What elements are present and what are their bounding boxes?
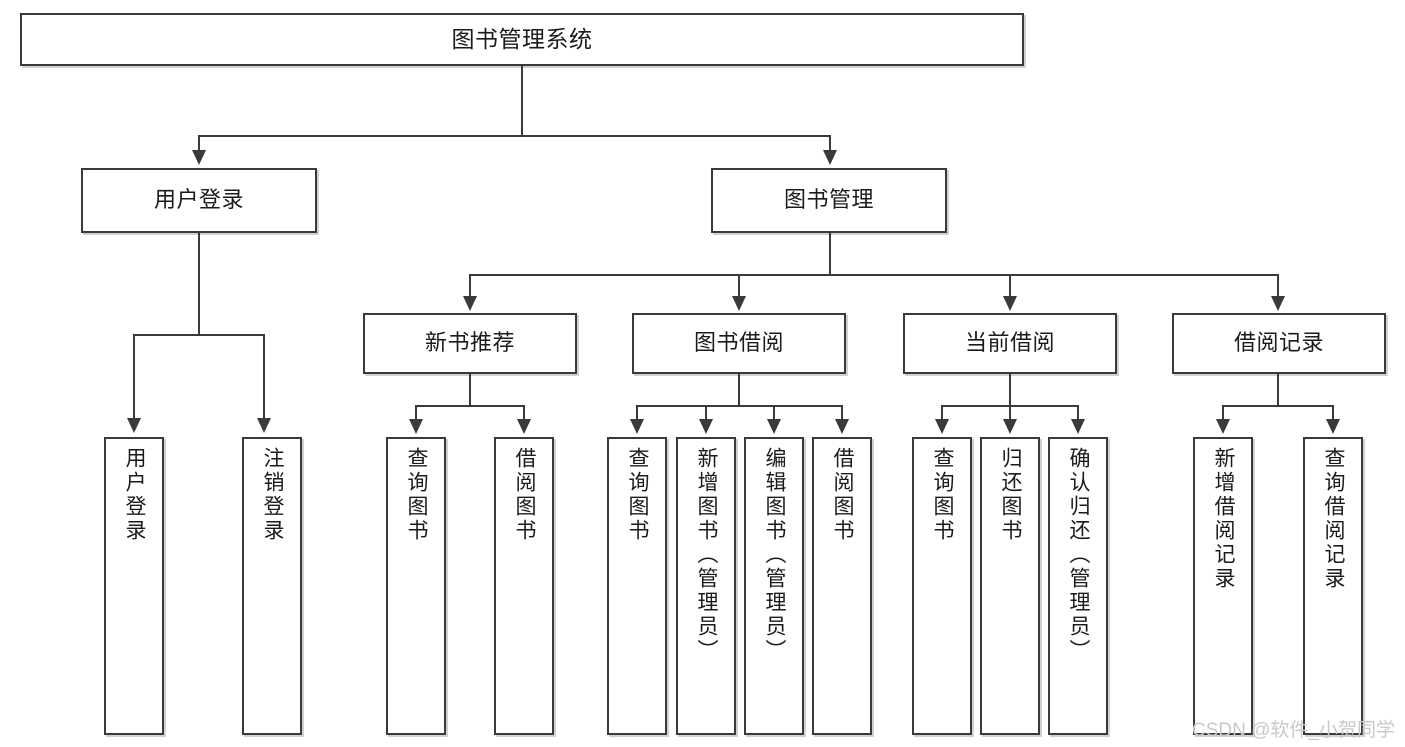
arrowhead-leaf-borrow-book-1 (517, 419, 531, 434)
node-book-borrow[interactable]: 图书借阅 (632, 313, 846, 374)
arrowhead-book-mgmt (823, 150, 837, 165)
node-label: 新增借阅记录 (1212, 447, 1236, 591)
node-label: 归还图书 (999, 447, 1023, 543)
connector-user-login-stem (198, 233, 200, 335)
connector-to-current-borrow (1009, 274, 1011, 298)
leaf-edit-book-admin[interactable]: 编辑图书（管理员） (744, 437, 804, 735)
node-label: 当前借阅 (964, 330, 1055, 356)
connector-borrow-record-drop-1 (1222, 405, 1224, 421)
arrowhead-current-borrow (1003, 296, 1017, 311)
arrowhead-leaf-confirm-return (1071, 419, 1085, 434)
arrowhead-new-book (463, 296, 477, 311)
connector-to-book-borrow (738, 274, 740, 298)
leaf-add-book-admin[interactable]: 新增图书（管理员） (676, 437, 736, 735)
node-root-system[interactable]: 图书管理系统 (20, 13, 1024, 66)
node-label: 用户登录 (153, 187, 244, 213)
leaf-borrow-book-newbook[interactable]: 借阅图书 (494, 437, 554, 735)
connector-borrow-record-drop-2 (1332, 405, 1334, 421)
connector-current-borrow-drop-2 (1009, 405, 1011, 421)
node-label: 查询图书 (405, 447, 429, 543)
connector-user-login-drop-1 (133, 334, 135, 420)
node-label: 借阅图书 (513, 447, 537, 543)
connector-root-bus (198, 135, 831, 137)
arrowhead-leaf-add-book (699, 419, 713, 434)
leaf-query-book-borrow[interactable]: 查询图书 (607, 437, 667, 735)
node-label: 用户登录 (123, 447, 147, 543)
connector-level3-bus (469, 274, 1279, 276)
arrowhead-leaf-edit-book (767, 419, 781, 434)
connector-borrow-record-stem (1277, 374, 1279, 406)
arrowhead-leaf-user-login (127, 418, 141, 433)
node-label: 借阅图书 (831, 447, 855, 543)
connector-user-login-bus (133, 334, 265, 336)
arrowhead-borrow-record (1271, 296, 1285, 311)
leaf-query-borrow-record[interactable]: 查询借阅记录 (1303, 437, 1363, 735)
arrowhead-user-login (192, 150, 206, 165)
connector-book-borrow-drop-4 (841, 405, 843, 421)
arrowhead-leaf-query-book-2 (630, 419, 644, 434)
node-label: 借阅记录 (1233, 330, 1324, 356)
node-label: 查询借阅记录 (1322, 447, 1346, 591)
node-label: 新增图书（管理员） (695, 447, 719, 663)
connector-to-new-book (469, 274, 471, 298)
connector-book-borrow-drop-2 (705, 405, 707, 421)
leaf-return-book[interactable]: 归还图书 (980, 437, 1040, 735)
node-label: 图书管理 (783, 187, 874, 213)
connector-new-book-drop-1 (415, 405, 417, 421)
connector-new-book-bus (415, 405, 525, 407)
connector-new-book-drop-2 (523, 405, 525, 421)
leaf-borrow-book[interactable]: 借阅图书 (812, 437, 872, 735)
connector-book-borrow-bus (636, 405, 842, 407)
node-label: 图书借阅 (693, 330, 784, 356)
arrowhead-leaf-return-book (1003, 419, 1017, 434)
leaf-user-login[interactable]: 用户登录 (104, 437, 164, 735)
node-current-borrow[interactable]: 当前借阅 (903, 313, 1117, 374)
arrowhead-leaf-borrow-book-2 (835, 419, 849, 434)
connector-book-borrow-stem (738, 374, 740, 406)
node-label: 新书推荐 (424, 330, 515, 356)
leaf-logout[interactable]: 注销登录 (242, 437, 302, 735)
node-book-management[interactable]: 图书管理 (711, 168, 947, 233)
arrowhead-leaf-query-record (1326, 419, 1340, 434)
arrowhead-book-borrow (732, 296, 746, 311)
connector-new-book-stem (469, 374, 471, 406)
connector-current-borrow-drop-1 (941, 405, 943, 421)
node-label: 确认归还（管理员） (1067, 447, 1091, 663)
leaf-query-book-newbook[interactable]: 查询图书 (386, 437, 446, 735)
node-label: 编辑图书（管理员） (763, 447, 787, 663)
arrowhead-leaf-logout (257, 418, 271, 433)
node-label: 注销登录 (261, 447, 285, 543)
connector-book-borrow-drop-3 (773, 405, 775, 421)
leaf-query-book-current[interactable]: 查询图书 (912, 437, 972, 735)
arrowhead-leaf-query-book-3 (935, 419, 949, 434)
arrowhead-leaf-add-record (1216, 419, 1230, 434)
connector-root-stem (521, 66, 523, 136)
node-user-login[interactable]: 用户登录 (81, 168, 317, 233)
arrowhead-leaf-query-book-1 (409, 419, 423, 434)
leaf-confirm-return-admin[interactable]: 确认归还（管理员） (1048, 437, 1108, 735)
leaf-add-borrow-record[interactable]: 新增借阅记录 (1193, 437, 1253, 735)
connector-book-mgmt-stem (829, 233, 831, 275)
node-label: 查询图书 (626, 447, 650, 543)
connector-user-login-drop-2 (263, 334, 265, 420)
connector-current-borrow-stem (1009, 374, 1011, 406)
connector-current-borrow-drop-3 (1077, 405, 1079, 421)
node-label: 图书管理系统 (451, 25, 593, 52)
node-borrow-record[interactable]: 借阅记录 (1172, 313, 1386, 374)
connector-book-borrow-drop-1 (636, 405, 638, 421)
connector-root-to-book-mgmt (829, 135, 831, 153)
node-new-book-recommend[interactable]: 新书推荐 (363, 313, 577, 374)
node-label: 查询图书 (931, 447, 955, 543)
connector-to-borrow-record (1277, 274, 1279, 298)
connector-borrow-record-bus (1222, 405, 1334, 407)
connector-root-to-user-login (198, 135, 200, 153)
